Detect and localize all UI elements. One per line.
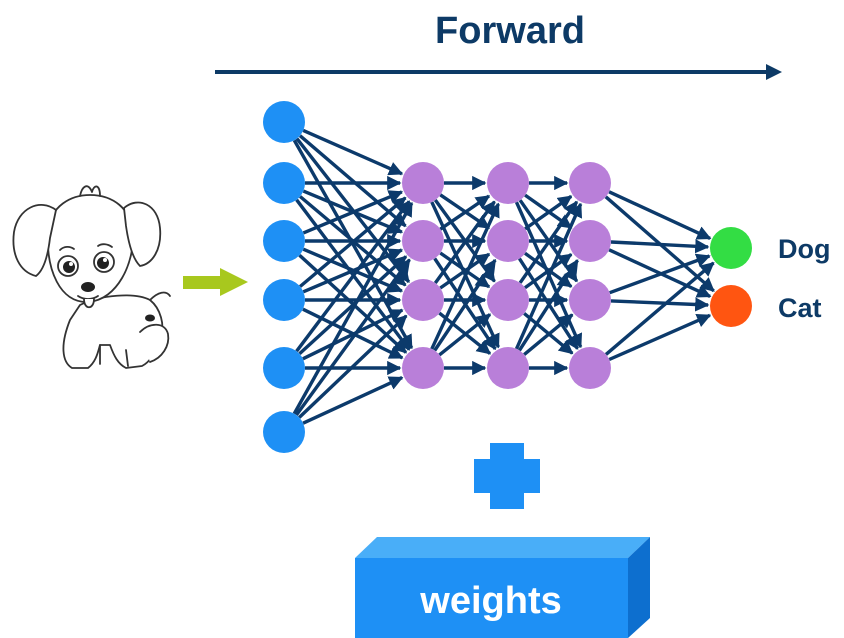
forward-arrow bbox=[215, 64, 782, 80]
hidden2-node bbox=[487, 279, 529, 321]
network-edge bbox=[295, 200, 411, 353]
network-edge bbox=[608, 313, 712, 362]
hidden1-node bbox=[402, 279, 444, 321]
hidden1-node bbox=[402, 220, 444, 262]
network-edge bbox=[517, 259, 579, 352]
diagram-title: Forward bbox=[435, 10, 585, 52]
hidden3-node bbox=[569, 347, 611, 389]
network-edge bbox=[609, 253, 711, 295]
weights-box: weights bbox=[355, 537, 650, 638]
network-edge bbox=[298, 314, 408, 419]
plus-icon bbox=[474, 443, 540, 509]
hidden2-node bbox=[487, 162, 529, 204]
input-node bbox=[263, 411, 305, 453]
network-edge bbox=[302, 128, 404, 176]
hidden3-node bbox=[569, 279, 611, 321]
network-edge bbox=[302, 376, 404, 425]
network-edge bbox=[610, 297, 710, 312]
network-edge bbox=[518, 200, 579, 284]
puppy-icon bbox=[12, 185, 171, 369]
hidden1-node bbox=[402, 162, 444, 204]
network-edge bbox=[438, 313, 492, 357]
network-nodes bbox=[263, 101, 752, 453]
network-edge bbox=[433, 200, 496, 284]
network-edges bbox=[292, 128, 715, 425]
network-edge bbox=[433, 258, 497, 352]
output-node bbox=[710, 227, 752, 269]
network-edge bbox=[439, 252, 491, 290]
input-node bbox=[263, 220, 305, 262]
hidden1-node bbox=[402, 347, 444, 389]
network-edge bbox=[292, 201, 414, 415]
input-node bbox=[263, 347, 305, 389]
hidden2-node bbox=[487, 347, 529, 389]
network-edge bbox=[302, 190, 404, 235]
hidden2-node bbox=[487, 220, 529, 262]
network-edge bbox=[604, 261, 715, 356]
hidden3-node bbox=[569, 162, 611, 204]
network-edge bbox=[524, 253, 573, 290]
network-edge bbox=[430, 202, 500, 350]
network-edge bbox=[524, 194, 573, 231]
network-edge bbox=[514, 202, 583, 350]
output-node bbox=[710, 285, 752, 327]
network-edge bbox=[298, 255, 408, 356]
input-node bbox=[263, 279, 305, 321]
network-edge bbox=[439, 194, 491, 231]
network-edge bbox=[299, 196, 407, 288]
network-edge bbox=[295, 258, 411, 417]
input-arrow bbox=[183, 268, 248, 296]
weights-label: weights bbox=[419, 580, 561, 622]
network-edge bbox=[608, 190, 712, 240]
network-edge bbox=[523, 313, 574, 356]
output-label-dog: Dog bbox=[778, 234, 830, 264]
output-label-cat: Cat bbox=[778, 293, 822, 323]
hidden3-node bbox=[569, 220, 611, 262]
network-edge bbox=[610, 239, 710, 254]
input-node bbox=[263, 162, 305, 204]
network-edge bbox=[302, 248, 404, 294]
input-node bbox=[263, 101, 305, 143]
network-edge bbox=[302, 308, 404, 361]
